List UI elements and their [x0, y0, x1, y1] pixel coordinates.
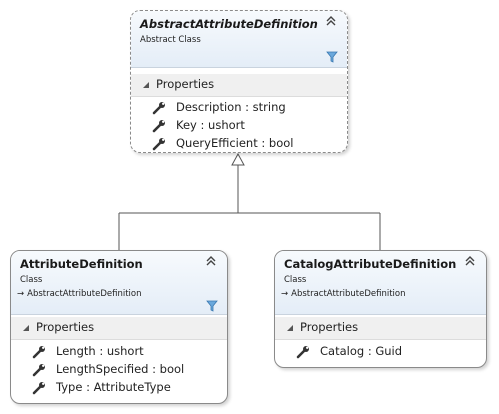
- filter-icon[interactable]: [206, 300, 218, 312]
- arrow-right-icon: →: [17, 289, 25, 299]
- double-chevron-up-icon[interactable]: [204, 254, 218, 268]
- wrench-icon: [32, 382, 45, 395]
- class-stereotype: Class: [20, 275, 43, 285]
- class-name: AttributeDefinition: [20, 257, 143, 271]
- section-properties[interactable]: Properties: [275, 317, 486, 340]
- property-text: QueryEfficient : bool: [176, 136, 294, 150]
- wrench-icon: [152, 138, 165, 151]
- class-header[interactable]: AbstractAttributeDefinition Abstract Cla…: [131, 11, 347, 68]
- property-text: LengthSpecified : bool: [56, 362, 185, 376]
- property-text: Type : AttributeType: [56, 380, 171, 394]
- filter-icon[interactable]: [326, 51, 338, 63]
- triangle-expanded-icon[interactable]: [22, 324, 30, 332]
- property-text: Key : ushort: [176, 118, 245, 132]
- class-stereotype: Class: [284, 275, 307, 285]
- section-label: Properties: [300, 320, 359, 334]
- property-text: Description : string: [176, 100, 286, 114]
- class-box-abstractattributedefinition[interactable]: AbstractAttributeDefinition Abstract Cla…: [130, 10, 348, 153]
- section-label: Properties: [36, 320, 95, 334]
- section-properties[interactable]: Properties: [11, 317, 227, 340]
- double-chevron-up-icon[interactable]: [463, 254, 477, 268]
- section-properties[interactable]: Properties: [131, 74, 347, 97]
- base-class-name: AbstractAttributeDefinition: [27, 289, 142, 299]
- class-stereotype: Abstract Class: [140, 35, 201, 45]
- wrench-icon: [152, 120, 165, 133]
- base-class-reference: →AbstractAttributeDefinition: [17, 289, 142, 299]
- double-chevron-up-icon[interactable]: [324, 14, 338, 28]
- property-text: Catalog : Guid: [320, 344, 403, 358]
- base-class-reference: →AbstractAttributeDefinition: [281, 289, 406, 299]
- class-box-attributedefinition[interactable]: AttributeDefinition Class →AbstractAttri…: [10, 250, 228, 404]
- class-header[interactable]: AttributeDefinition Class →AbstractAttri…: [11, 251, 227, 315]
- arrow-right-icon: →: [281, 289, 289, 299]
- class-header[interactable]: CatalogAttributeDefinition Class →Abstra…: [275, 251, 486, 315]
- triangle-expanded-icon[interactable]: [286, 324, 294, 332]
- property-text: Length : ushort: [56, 344, 144, 358]
- wrench-icon: [32, 364, 45, 377]
- triangle-expanded-icon[interactable]: [142, 81, 150, 89]
- wrench-icon: [296, 346, 309, 359]
- section-label: Properties: [156, 77, 215, 91]
- class-name: AbstractAttributeDefinition: [140, 17, 318, 31]
- base-class-name: AbstractAttributeDefinition: [291, 289, 406, 299]
- wrench-icon: [152, 102, 165, 115]
- wrench-icon: [32, 346, 45, 359]
- class-name: CatalogAttributeDefinition: [284, 257, 457, 271]
- class-box-catalogattributedefinition[interactable]: CatalogAttributeDefinition Class →Abstra…: [274, 250, 487, 368]
- generalization-arrowhead: [231, 152, 245, 166]
